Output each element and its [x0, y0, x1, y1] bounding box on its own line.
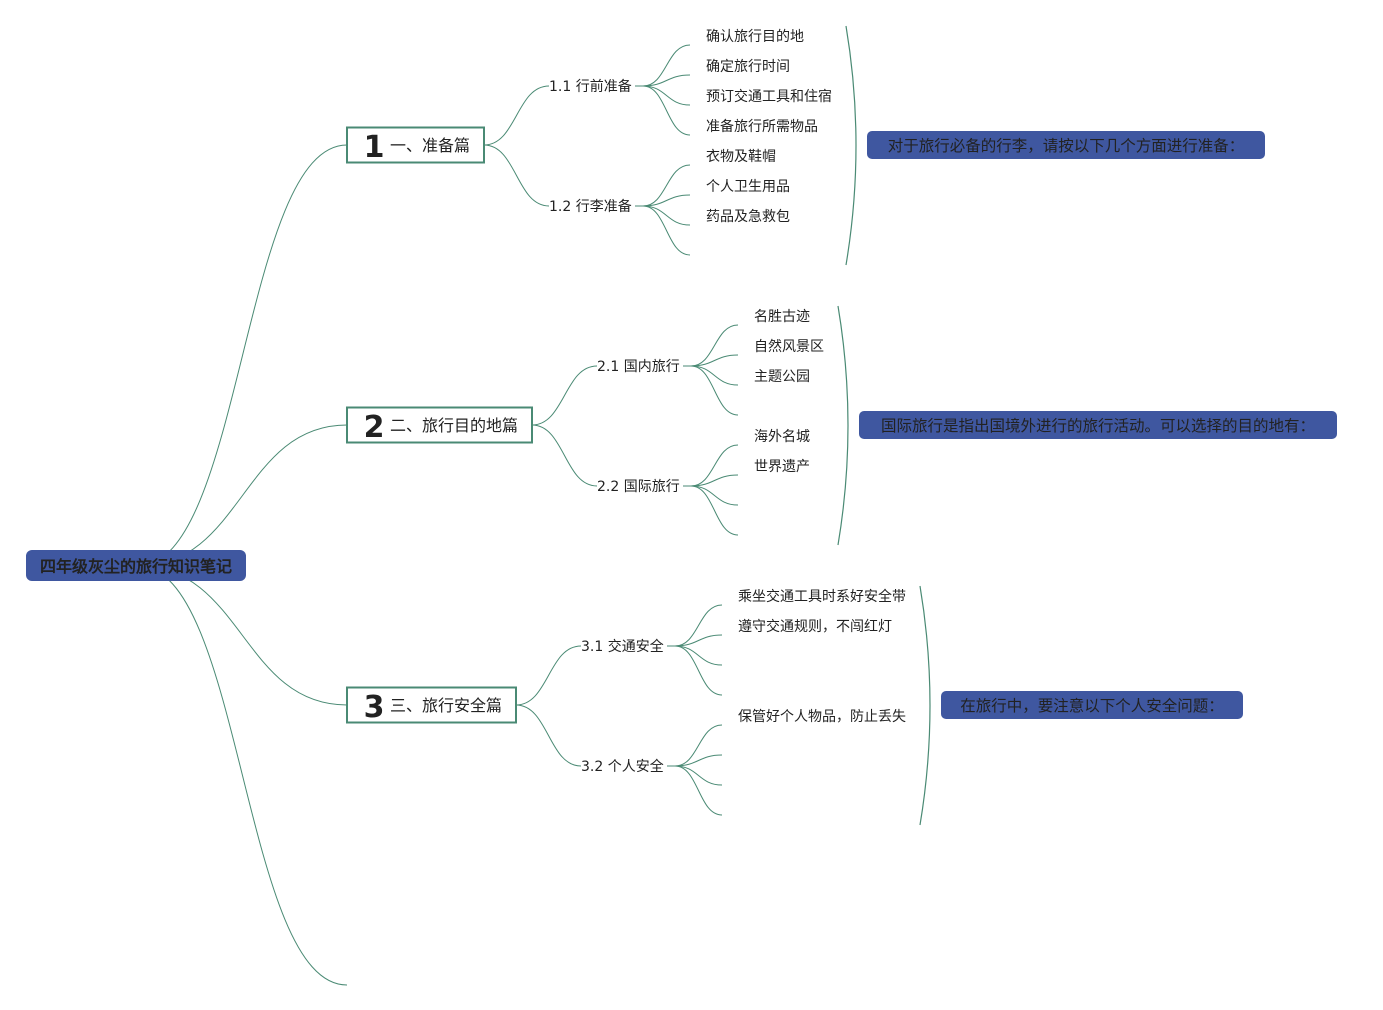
edge-leaf-3-1-3: [674, 645, 723, 666]
section-3-summary-text: 在旅行中，要注意以下个人安全问题：: [960, 696, 1224, 715]
edge-leaf-2-1-4: [690, 365, 739, 416]
edge-leaf-2-1-1: [690, 324, 739, 367]
edge-section-1-sub-1: [483, 85, 550, 146]
edge-leaf-2-1-2: [690, 354, 739, 367]
section-2-summary-text: 国际旅行是指出国境外进行的旅行活动。可以选择的目的地有：: [881, 416, 1315, 435]
leaf-item-1-1-1[interactable]: 确认旅行目的地: [706, 29, 804, 45]
edge-leaf-1-2-3: [642, 205, 691, 226]
edge-section-1-sub-2: [483, 144, 550, 207]
leaf-item-1-2-2[interactable]: 个人卫生用品: [706, 179, 790, 195]
edge-leaf-1-2-1: [642, 164, 691, 207]
leaf-item-3-1-1[interactable]: 乘坐交通工具时系好安全带: [738, 588, 906, 605]
edge-leaf-1-1-4: [642, 85, 691, 136]
edge-leaf-2-1-3: [690, 365, 739, 386]
section-1-summary-text: 对于旅行必备的行李，请按以下几个方面进行准备：: [888, 137, 1245, 155]
nodes-layer: 四年级灰尘的旅行知识笔记 1 一、准备篇 1.1 行前准备 确认旅行目的地确定旅行时间预…: [26, 29, 1337, 775]
root-title: 四年级灰尘的旅行知识笔记: [40, 557, 232, 576]
leaf-item-2-2-2[interactable]: 世界遗产: [754, 459, 810, 475]
edge-leaf-3-1-1: [674, 604, 723, 647]
edge-leaf-2-2-1: [690, 444, 739, 487]
edge-leaf-1-1-1: [642, 44, 691, 87]
subtopic-2-2[interactable]: 2.2 国际旅行: [597, 479, 680, 495]
section-2-summary-note[interactable]: [859, 411, 1337, 439]
edge-leaf-1-1-2: [642, 74, 691, 87]
edge-leaf-3-2-1: [674, 724, 723, 767]
section-3-title: 三、旅行安全篇: [390, 696, 502, 715]
edge-section-2-sub-2: [531, 424, 598, 487]
leaf-item-1-1-4[interactable]: 准备旅行所需物品: [706, 118, 818, 135]
edge-section-3-sub-2: [515, 704, 582, 767]
root-node[interactable]: [26, 550, 246, 581]
summary-brace-2: [837, 305, 849, 546]
edge-leaf-2-2-2: [690, 474, 739, 487]
summary-brace-1: [845, 25, 857, 266]
edges-layer: [137, 25, 931, 986]
subtopic-3-1[interactable]: 3.1 交通安全: [581, 638, 664, 655]
edge-section-2-sub-1: [531, 365, 598, 426]
summary-brace-3: [919, 585, 931, 826]
section-2-title: 二、旅行目的地篇: [390, 416, 518, 435]
edge-leaf-3-2-2: [674, 754, 723, 767]
subtopic-2-1[interactable]: 2.1 国内旅行: [597, 359, 680, 375]
leaf-item-2-2-1[interactable]: 海外名城: [754, 429, 810, 445]
leaf-item-1-2-3[interactable]: 药品及急救包: [706, 209, 790, 225]
leaf-item-1-1-2[interactable]: 确定旅行时间: [706, 59, 790, 75]
section-1-title: 一、准备篇: [390, 136, 470, 155]
section-1-summary-note[interactable]: [867, 131, 1265, 159]
edge-root-section-3: [137, 565, 348, 706]
edge-leaf-1-2-2: [642, 194, 691, 207]
subtopic-1-1[interactable]: 1.1 行前准备: [549, 78, 632, 95]
section-3-node[interactable]: [346, 686, 517, 724]
section-1-number-badge: 1: [364, 130, 385, 165]
edge-leaf-3-1-2: [674, 634, 723, 647]
edge-section-3-sub-1: [515, 645, 582, 706]
leaf-item-2-1-3[interactable]: 主题公园: [754, 369, 810, 385]
subtopic-3-2[interactable]: 3.2 个人安全: [581, 758, 664, 775]
section-1-node[interactable]: [346, 126, 485, 164]
edge-leaf-3-2-4: [674, 765, 723, 816]
edge-root-section-1: [137, 144, 348, 567]
edge-leaf-2-2-4: [690, 485, 739, 536]
edge-leaf-1-2-4: [642, 205, 691, 256]
edge-root-empty-branch: [137, 565, 348, 986]
section-2-node[interactable]: [346, 406, 533, 444]
section-3-summary-note[interactable]: [941, 691, 1243, 719]
edge-leaf-3-1-4: [674, 645, 723, 696]
leaf-item-1-1-3[interactable]: 预订交通工具和住宿: [706, 88, 832, 105]
section-2-number-badge: 2: [364, 410, 385, 445]
edge-leaf-2-2-3: [690, 485, 739, 506]
leaf-item-2-1-2[interactable]: 自然风景区: [754, 338, 824, 355]
leaf-item-2-1-1[interactable]: 名胜古迹: [754, 309, 810, 325]
leaf-item-1-2-1[interactable]: 衣物及鞋帽: [706, 149, 776, 165]
leaf-item-3-2-1[interactable]: 保管好个人物品，防止丢失: [738, 709, 906, 725]
edge-leaf-1-1-3: [642, 85, 691, 106]
section-3-number-badge: 3: [364, 690, 385, 725]
edge-root-section-2: [137, 424, 348, 567]
edge-leaf-3-2-3: [674, 765, 723, 786]
subtopic-1-2[interactable]: 1.2 行李准备: [549, 198, 632, 215]
leaf-item-3-1-2[interactable]: 遵守交通规则，不闯红灯: [738, 618, 892, 635]
